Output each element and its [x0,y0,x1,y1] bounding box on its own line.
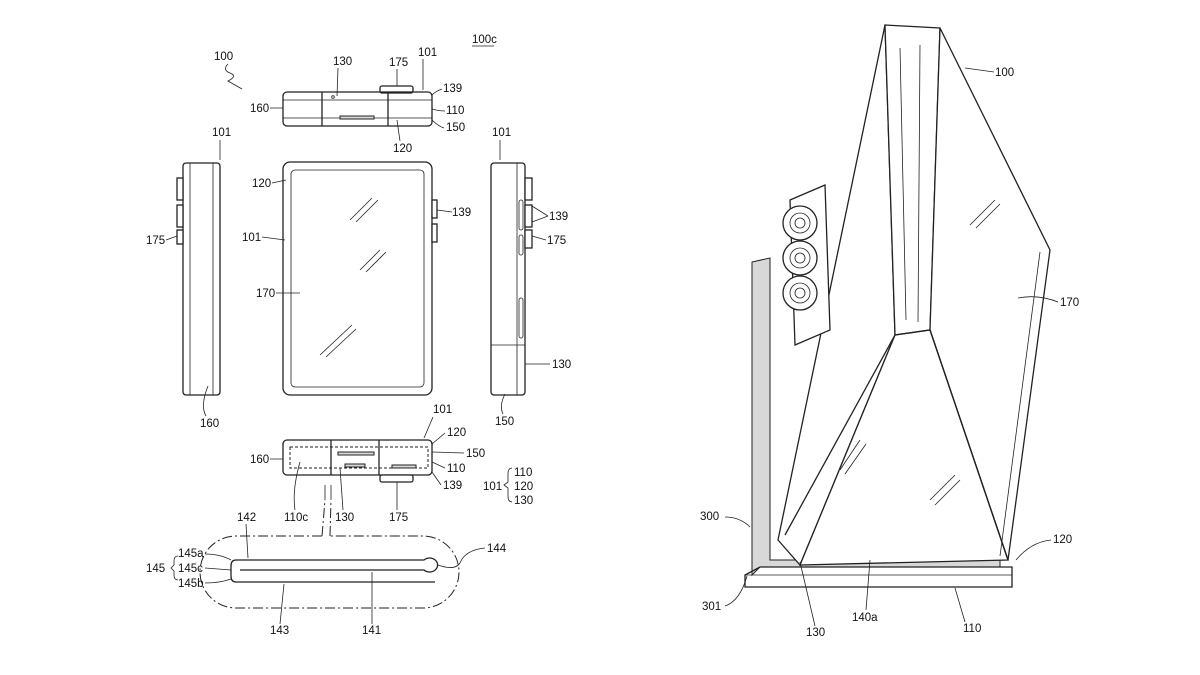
label-150: 150 [495,416,514,428]
label-175: 175 [547,235,566,247]
label-120: 120 [252,178,271,190]
figure-right: 100 170 300 120 301 130 140a 110 [700,24,1079,639]
camera-bump [379,85,414,94]
label-142: 142 [237,512,256,524]
speaker-grille [339,115,375,120]
label-141: 141 [362,625,381,637]
device-top [282,91,433,127]
label-130: 130 [552,359,571,371]
label-101: 101 [242,232,261,244]
leader-arrow [225,63,243,90]
group-member-130: 130 [514,495,533,507]
label-160: 160 [250,454,269,466]
label-130: 130 [333,56,352,68]
label-101: 101 [212,127,231,139]
label-120: 120 [1053,534,1072,546]
group-label-101: 101 [483,481,502,493]
label-139: 139 [452,207,471,219]
label-139: 139 [443,480,462,492]
label-130: 130 [806,627,825,639]
label-140a: 140a [852,612,878,624]
label-130: 130 [335,512,354,524]
label-300: 300 [700,511,719,523]
label-170: 170 [1060,297,1079,309]
ref-100: 100 [214,51,233,63]
label-110c: 110c [284,512,308,524]
label-120: 120 [447,427,466,439]
label-120: 120 [393,143,412,155]
right-side-view: 101 139 175 130 150 [490,127,571,428]
label-143: 143 [270,625,289,637]
base-110 [744,566,1013,588]
label-160: 160 [250,103,269,115]
label-100: 100 [995,67,1014,79]
label-160: 160 [200,418,219,430]
label-110: 110 [446,105,464,117]
label-139: 139 [549,211,568,223]
label-101: 101 [492,127,511,139]
group-member-120: 120 [514,481,533,493]
label-150: 150 [466,448,485,460]
group-member-110: 110 [514,467,532,479]
detail-view: 142 145 145a 145c 145b 144 143 141 [146,499,507,637]
label-139: 139 [443,83,462,95]
label-110: 110 [447,463,465,475]
stand-cover [751,257,1001,577]
label-145b: 145b [178,578,204,590]
label-175: 175 [146,235,165,247]
ref-100c: 100c [472,34,497,46]
label-170: 170 [256,288,275,300]
label-110: 110 [963,623,981,635]
label-175: 175 [389,512,408,524]
label-145: 145 [146,563,165,575]
left-side-view: 101 175 160 [146,127,231,430]
label-301: 301 [702,601,721,613]
bottom-view: 101 120 150 160 110 139 110c 130 175 [250,404,485,524]
front-view: 120 101 170 139 [242,161,471,396]
label-175: 175 [389,57,408,69]
component-group-101: 101 110 120 130 [483,467,533,507]
label-144: 144 [487,543,507,555]
label-145a: 145a [178,548,204,560]
top-view: 130 175 101 139 110 150 160 120 [250,47,465,155]
figure-left: 100 100c 130 175 101 139 110 150 160 120 [146,34,571,637]
label-101: 101 [418,47,437,59]
label-145c: 145c [178,563,203,575]
label-150: 150 [446,122,465,134]
label-101: 101 [433,404,452,416]
